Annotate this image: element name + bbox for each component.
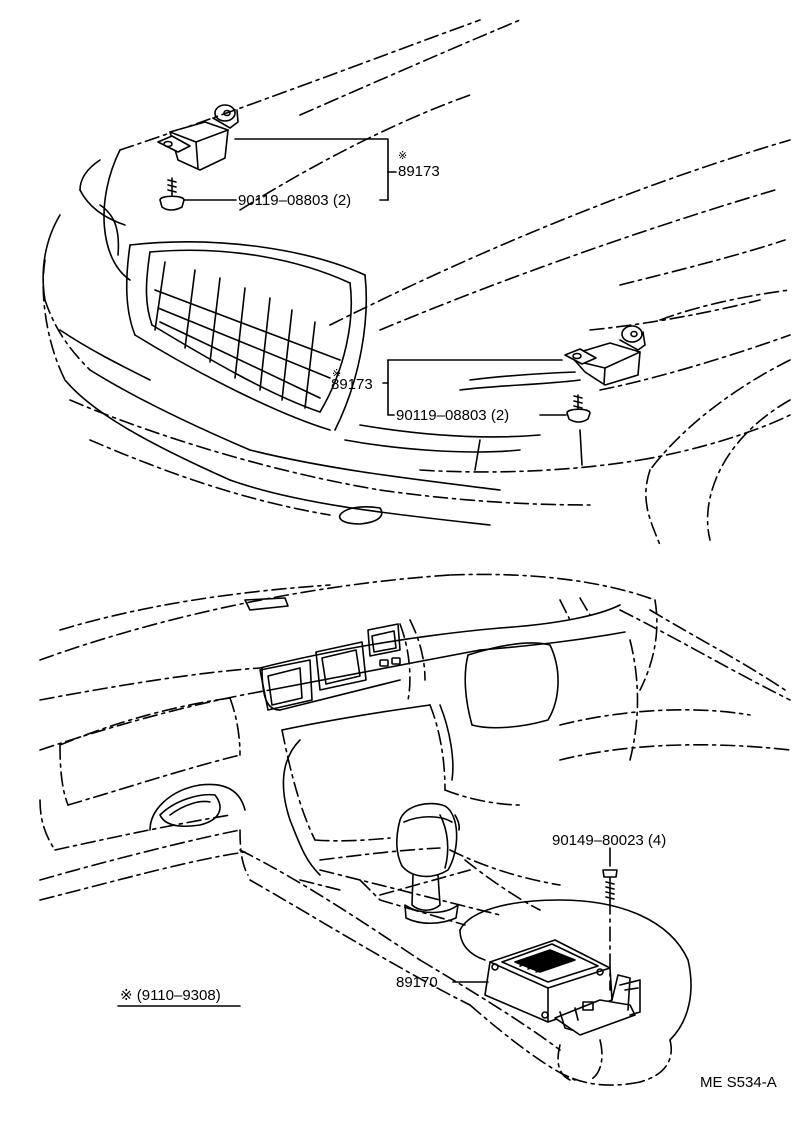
upper-leaders	[183, 138, 397, 201]
dashboard-drawing	[39, 573, 791, 1086]
applicability-note: ※ (9110–9308)	[120, 987, 221, 1004]
lower-sensor-mark: ※	[332, 367, 342, 380]
car-front-drawing	[42, 19, 791, 546]
upper-sensor-drawing	[157, 104, 239, 211]
upper-sensor-part-number: 89173	[398, 163, 440, 180]
lower-leaders	[382, 359, 567, 416]
lower-sensor-part-number: 89173	[331, 376, 373, 393]
center-unit-bolt-part-number: 90149–80023 (4)	[552, 832, 667, 849]
center-unit-drawing	[484, 847, 641, 1036]
upper-bolt-part-number: 90119–08803 (2)	[238, 192, 352, 209]
lower-sensor-drawing	[564, 325, 646, 423]
upper-sensor-mark: ※	[398, 149, 408, 162]
figure-code: ME S534-A	[700, 1074, 777, 1091]
center-leaders	[117, 981, 489, 1007]
center-unit-part-number: 89170	[396, 974, 438, 991]
lower-bolt-part-number: 90119–08803 (2)	[396, 407, 510, 424]
